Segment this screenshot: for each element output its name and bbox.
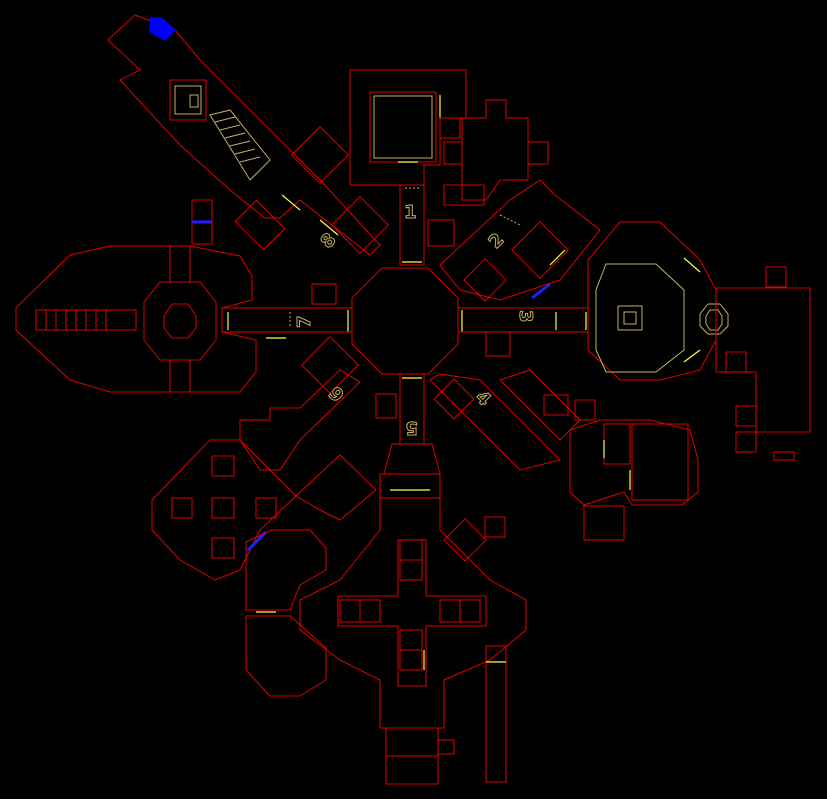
floor-marker-7: 7	[294, 315, 315, 328]
northwest-wing	[107, 14, 389, 256]
southwest-wing	[151, 336, 397, 581]
east-wing	[457, 221, 811, 461]
floor-marker-4: 4	[471, 387, 495, 411]
floor-marker-8: 8	[317, 229, 341, 253]
southeast-wing	[429, 369, 699, 541]
floor-marker-1: 1	[404, 202, 417, 223]
floor-marker-5: 5	[405, 417, 418, 438]
floor-markers: 1 2 3 4 5 6 7 8	[294, 202, 537, 439]
south-wing	[245, 373, 527, 785]
west-wing	[15, 199, 353, 393]
floor-marker-3: 3	[515, 310, 536, 323]
north-wing	[349, 69, 549, 266]
central-hub	[347, 261, 463, 379]
northeast-wing	[439, 179, 601, 302]
floor-marker-2: 2	[485, 229, 509, 253]
floor-marker-6: 6	[325, 382, 349, 406]
